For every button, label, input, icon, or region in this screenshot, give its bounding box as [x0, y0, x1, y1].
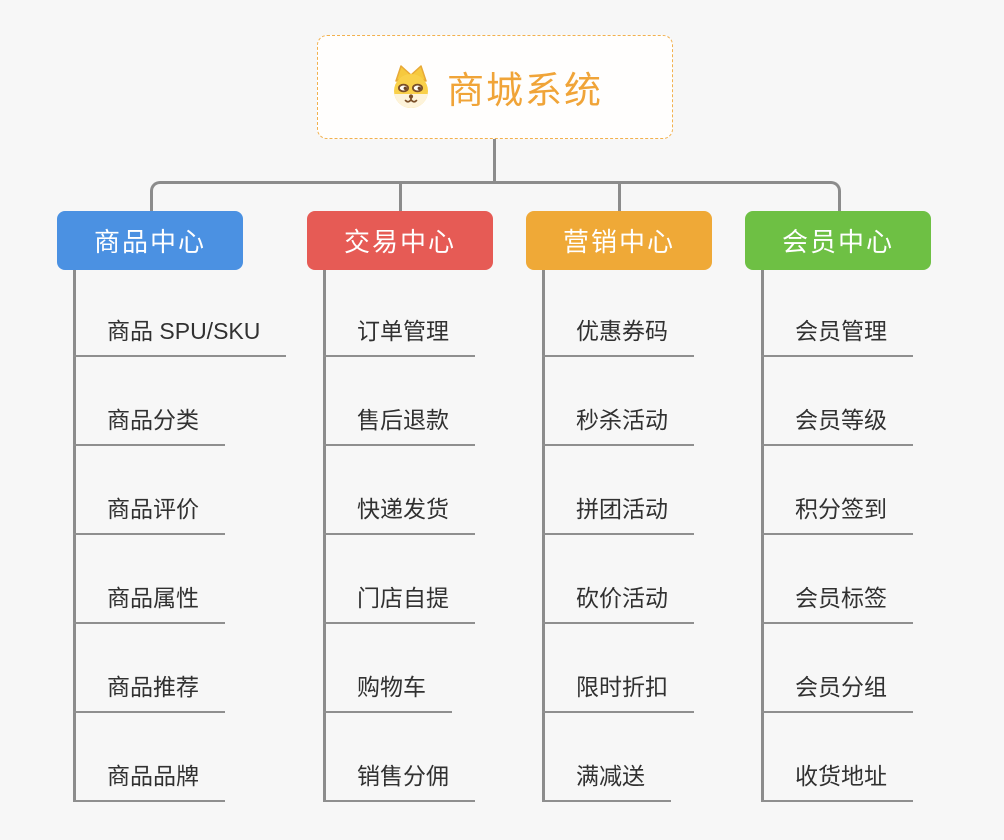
- leaf-node[interactable]: 快递发货: [323, 490, 475, 535]
- leaf-node[interactable]: 商品分类: [73, 401, 225, 446]
- connector-root-stub: [493, 139, 496, 182]
- leaf-node[interactable]: 秒杀活动: [542, 401, 694, 446]
- branch-header-trade-center[interactable]: 交易中心: [307, 211, 493, 270]
- leaf-node[interactable]: 拼团活动: [542, 490, 694, 535]
- leaf-node[interactable]: 优惠券码: [542, 312, 694, 357]
- branch-header-product-center[interactable]: 商品中心: [57, 211, 243, 270]
- connector-bracket: [150, 181, 841, 211]
- connector-trunk: [73, 270, 76, 802]
- leaf-node[interactable]: 销售分佣: [323, 757, 475, 802]
- connector-drop-trade: [399, 183, 402, 211]
- leaf-node[interactable]: 满减送: [542, 757, 671, 802]
- branch-header-member-center[interactable]: 会员中心: [745, 211, 931, 270]
- connector-trunk: [761, 270, 764, 802]
- branch-product-center: 商品中心 商品 SPU/SKU 商品分类 商品评价 商品属性 商品推荐 商品品牌: [57, 211, 307, 811]
- doge-icon: [394, 65, 428, 108]
- branch-header-marketing-center[interactable]: 营销中心: [526, 211, 712, 270]
- leaf-node[interactable]: 商品品牌: [73, 757, 225, 802]
- leaf-node[interactable]: 收货地址: [761, 757, 913, 802]
- branch-trade-center: 交易中心 订单管理 售后退款 快递发货 门店自提 购物车 销售分佣: [307, 211, 557, 811]
- leaf-node[interactable]: 商品属性: [73, 579, 225, 624]
- leaf-node[interactable]: 售后退款: [323, 401, 475, 446]
- leaf-node[interactable]: 砍价活动: [542, 579, 694, 624]
- leaf-node[interactable]: 会员管理: [761, 312, 913, 357]
- leaf-node[interactable]: 会员标签: [761, 579, 913, 624]
- connector-trunk: [323, 270, 326, 802]
- leaf-node[interactable]: 限时折扣: [542, 668, 694, 713]
- root-node-mall-system[interactable]: 商城系统: [317, 35, 673, 139]
- root-title: 商城系统: [447, 70, 603, 111]
- leaf-node[interactable]: 订单管理: [323, 312, 475, 357]
- branch-member-center: 会员中心 会员管理 会员等级 积分签到 会员标签 会员分组 收货地址: [745, 211, 995, 811]
- branch-marketing-center: 营销中心 优惠券码 秒杀活动 拼团活动 砍价活动 限时折扣 满减送: [526, 211, 776, 811]
- leaf-node[interactable]: 购物车: [323, 668, 452, 713]
- leaf-node[interactable]: 商品推荐: [73, 668, 225, 713]
- connector-trunk: [542, 270, 545, 802]
- leaf-node[interactable]: 会员分组: [761, 668, 913, 713]
- leaf-node[interactable]: 会员等级: [761, 401, 913, 446]
- leaf-node[interactable]: 门店自提: [323, 579, 475, 624]
- connector-drop-marketing: [618, 183, 621, 211]
- leaf-node[interactable]: 商品 SPU/SKU: [73, 312, 287, 357]
- leaf-node[interactable]: 积分签到: [761, 490, 913, 535]
- leaf-node[interactable]: 商品评价: [73, 490, 225, 535]
